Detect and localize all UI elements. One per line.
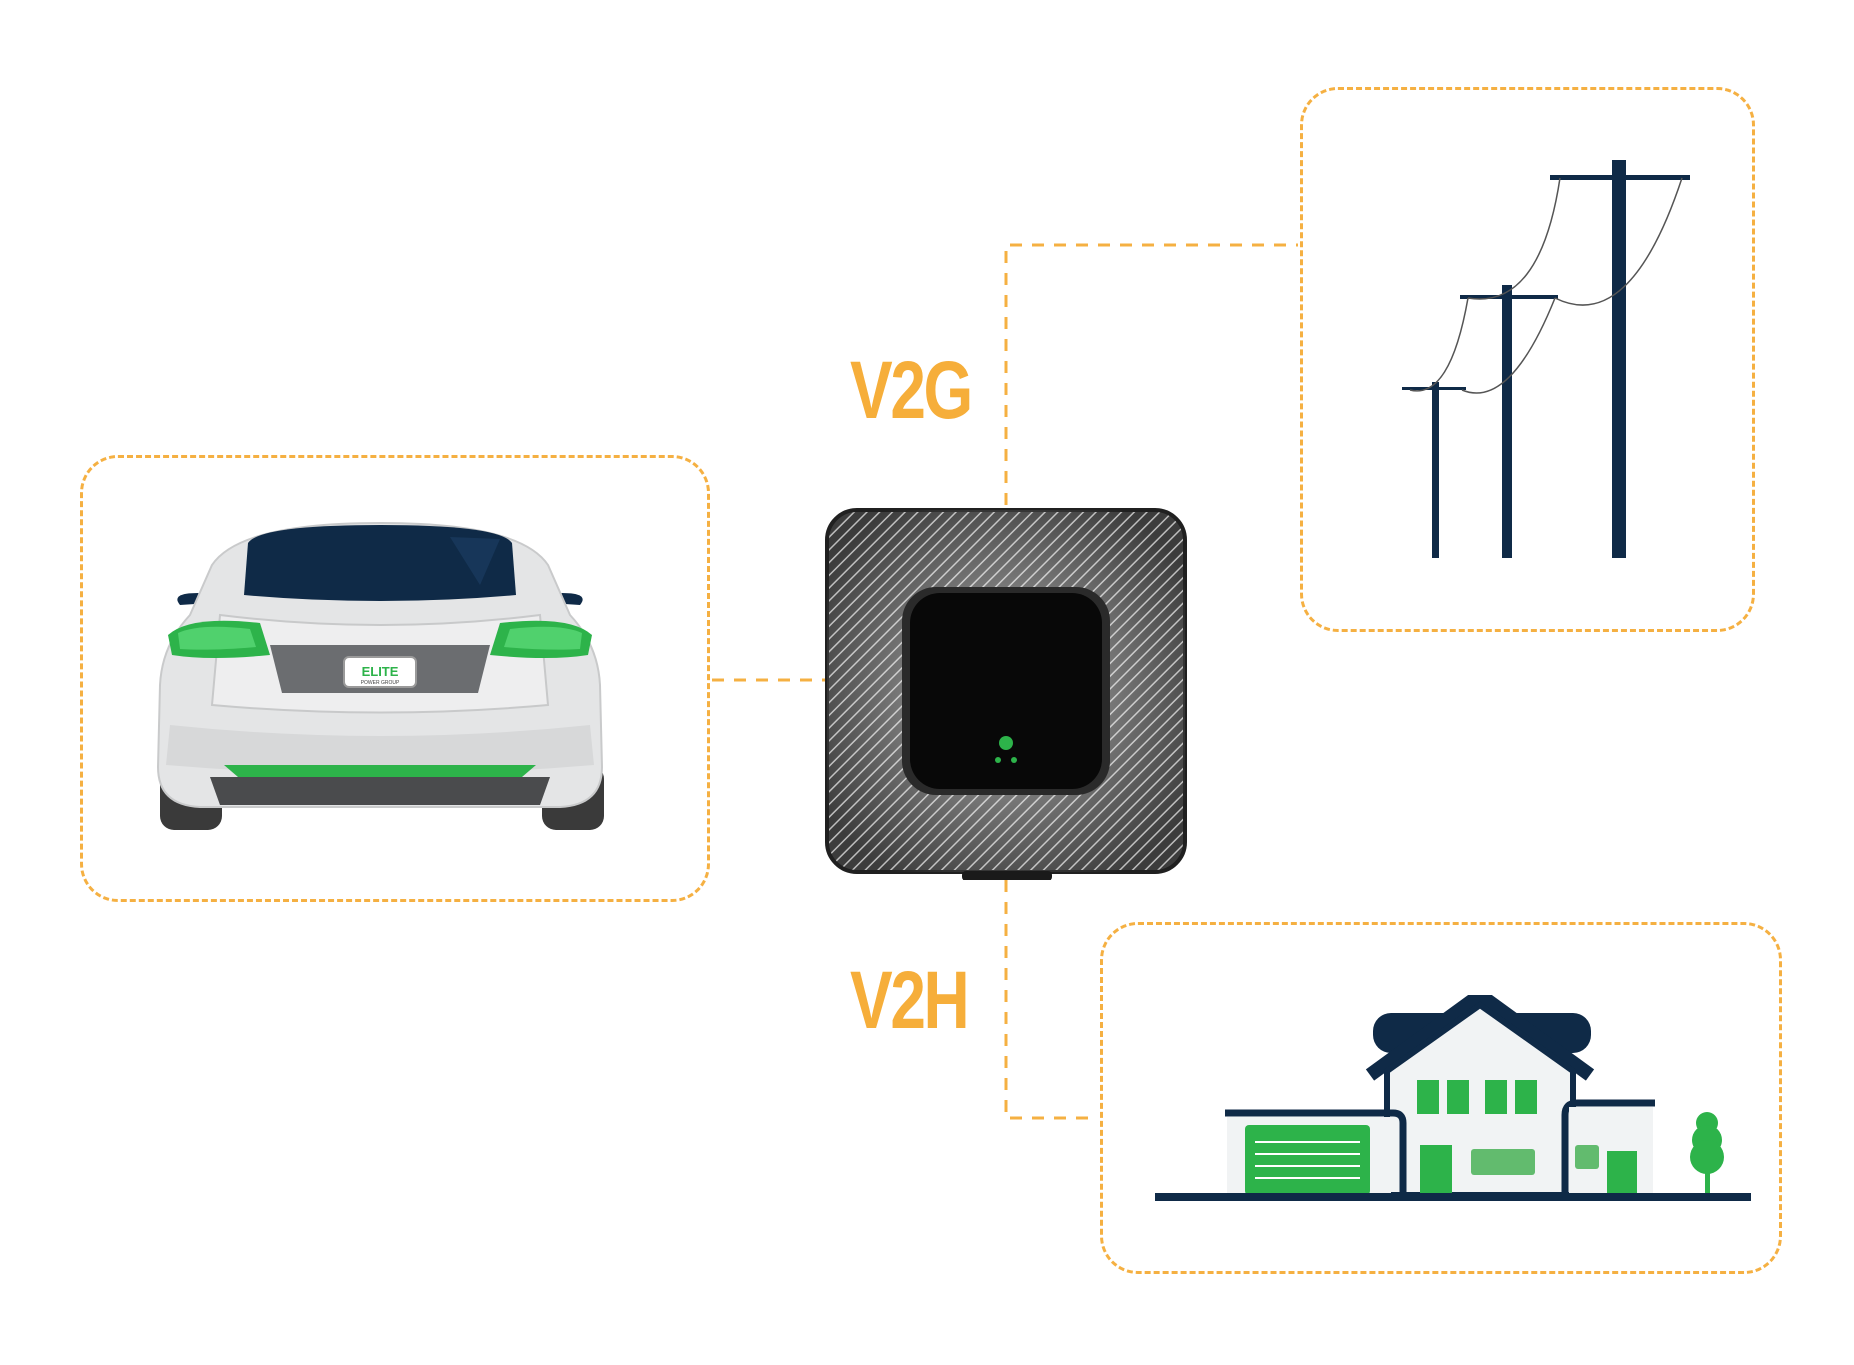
house-icon — [1155, 995, 1751, 1201]
v2g-label: V2G — [850, 345, 973, 436]
v2h-label: V2H — [850, 955, 970, 1046]
power-lines-icon — [1402, 160, 1690, 558]
home-box — [1100, 922, 1782, 1274]
grid-connector — [1004, 243, 1298, 505]
plate-subtext: POWER GROUP — [361, 680, 400, 686]
home-connector — [1004, 880, 1098, 1120]
car-box — [80, 455, 710, 902]
charger-icon — [825, 508, 1187, 880]
grid-box — [1300, 87, 1755, 632]
plate-text: ELITE — [362, 664, 399, 679]
car-icon: ELITE POWER GROUP — [156, 521, 604, 830]
